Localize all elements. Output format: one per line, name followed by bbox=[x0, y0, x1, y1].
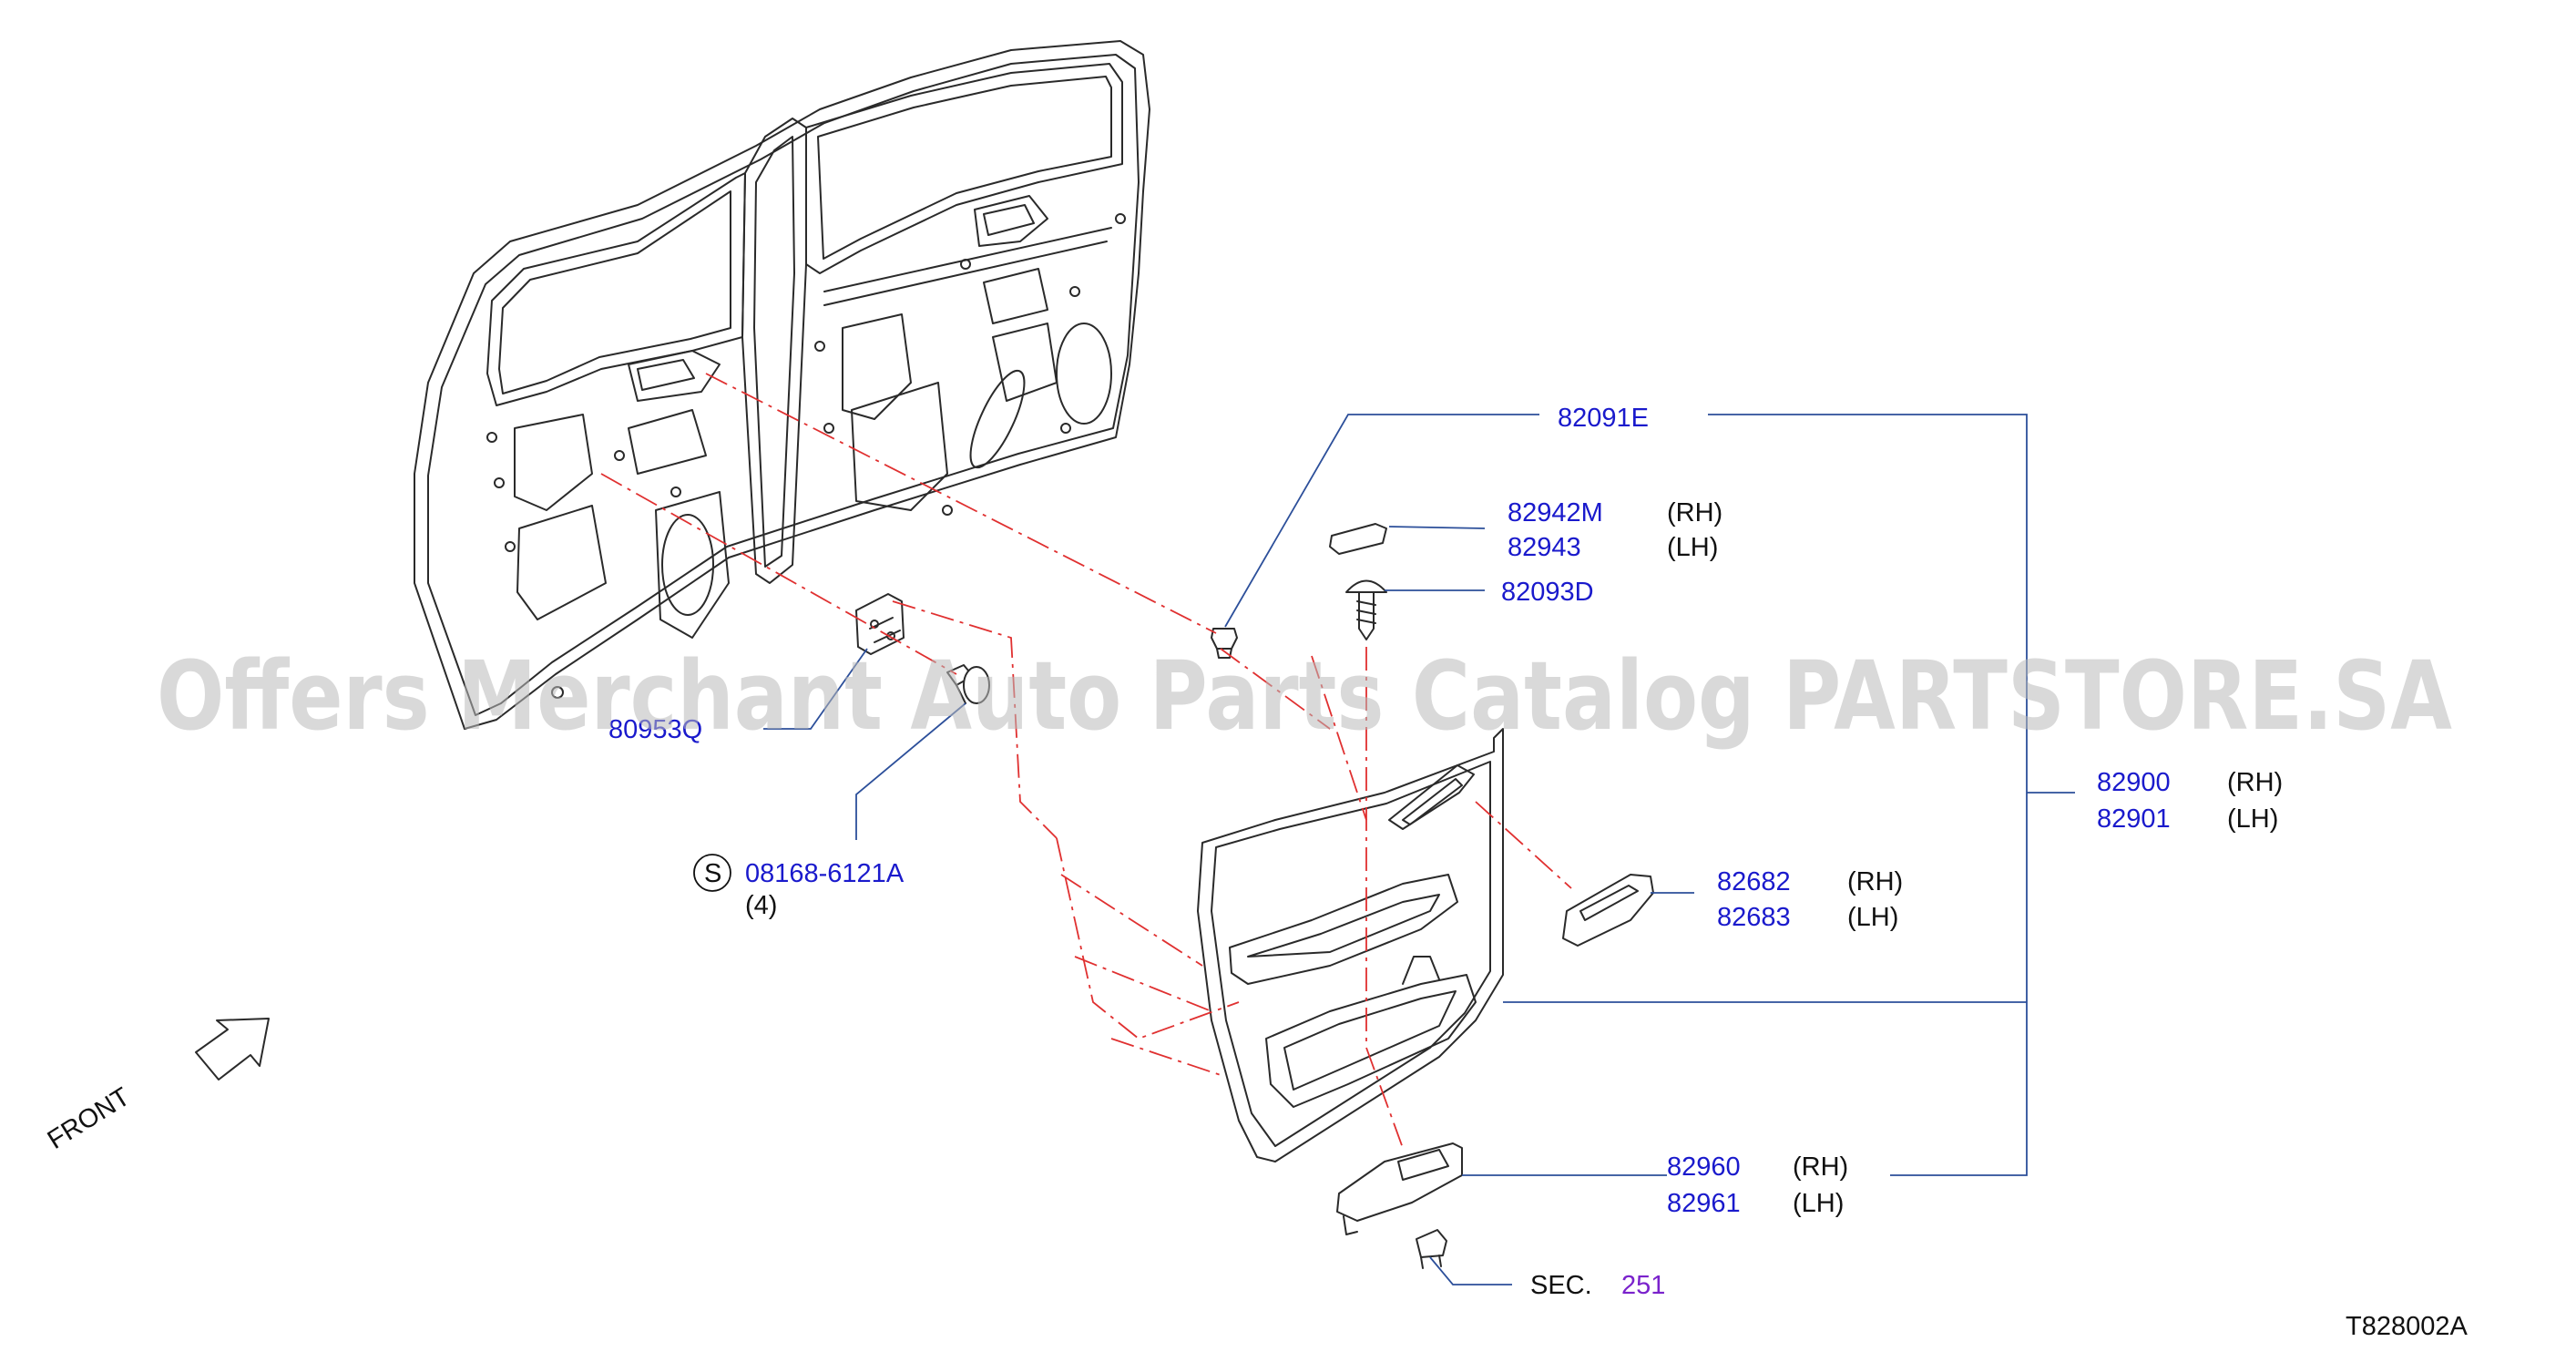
leader-lines bbox=[763, 414, 2075, 1285]
quantity-08168-6121a: (4) bbox=[745, 891, 777, 920]
part-number-08168-6121a[interactable]: 08168-6121A bbox=[745, 859, 905, 888]
front-arrow-icon bbox=[195, 1018, 270, 1081]
side-82900: (RH) bbox=[2227, 768, 2283, 797]
switch-finisher-82960 bbox=[1336, 1142, 1463, 1235]
side-82683: (LH) bbox=[1847, 903, 1898, 932]
part-number-80953q[interactable]: 80953Q bbox=[608, 715, 702, 744]
part-number-82961[interactable]: 82961 bbox=[1667, 1189, 1741, 1218]
side-82961: (LH) bbox=[1793, 1189, 1844, 1218]
diagram-code: T828002A bbox=[2346, 1312, 2468, 1341]
s-marker-label: S bbox=[704, 859, 721, 888]
door-inner-panel bbox=[414, 40, 1150, 730]
part-number-82900[interactable]: 82900 bbox=[2097, 768, 2171, 797]
section-label: SEC. bbox=[1530, 1271, 1592, 1300]
side-82942m: (RH) bbox=[1667, 498, 1722, 527]
part-number-82091e[interactable]: 82091E bbox=[1558, 404, 1649, 433]
part-number-82960[interactable]: 82960 bbox=[1667, 1152, 1741, 1182]
part-number-82683[interactable]: 82683 bbox=[1717, 903, 1791, 932]
escutcheon-82682 bbox=[1562, 874, 1654, 947]
part-number-82901[interactable]: 82901 bbox=[2097, 804, 2171, 834]
side-82901: (LH) bbox=[2227, 804, 2278, 834]
grip-82942m bbox=[1329, 523, 1387, 555]
s-marker-icon: S bbox=[693, 854, 731, 892]
front-label: FRONT bbox=[43, 1082, 136, 1155]
side-82960: (RH) bbox=[1793, 1152, 1848, 1182]
section-number-251[interactable]: 251 bbox=[1621, 1271, 1665, 1300]
phantom-lines bbox=[600, 373, 1572, 1149]
side-82682: (RH) bbox=[1847, 867, 1903, 896]
part-number-82093d[interactable]: 82093D bbox=[1501, 578, 1594, 607]
watermark: Offers Merchant Auto Parts Catalog PARTS… bbox=[157, 640, 2452, 752]
part-number-82682[interactable]: 82682 bbox=[1717, 867, 1791, 896]
clip-82091e bbox=[1211, 628, 1238, 659]
screw-82093d bbox=[1345, 579, 1387, 640]
door-trim-panel bbox=[1197, 728, 1504, 1163]
side-82943: (LH) bbox=[1667, 533, 1718, 562]
part-number-82943[interactable]: 82943 bbox=[1508, 533, 1581, 562]
part-number-82942m[interactable]: 82942M bbox=[1508, 498, 1603, 527]
bolt-08168 bbox=[946, 664, 990, 704]
switch-sec-251 bbox=[1416, 1229, 1447, 1269]
